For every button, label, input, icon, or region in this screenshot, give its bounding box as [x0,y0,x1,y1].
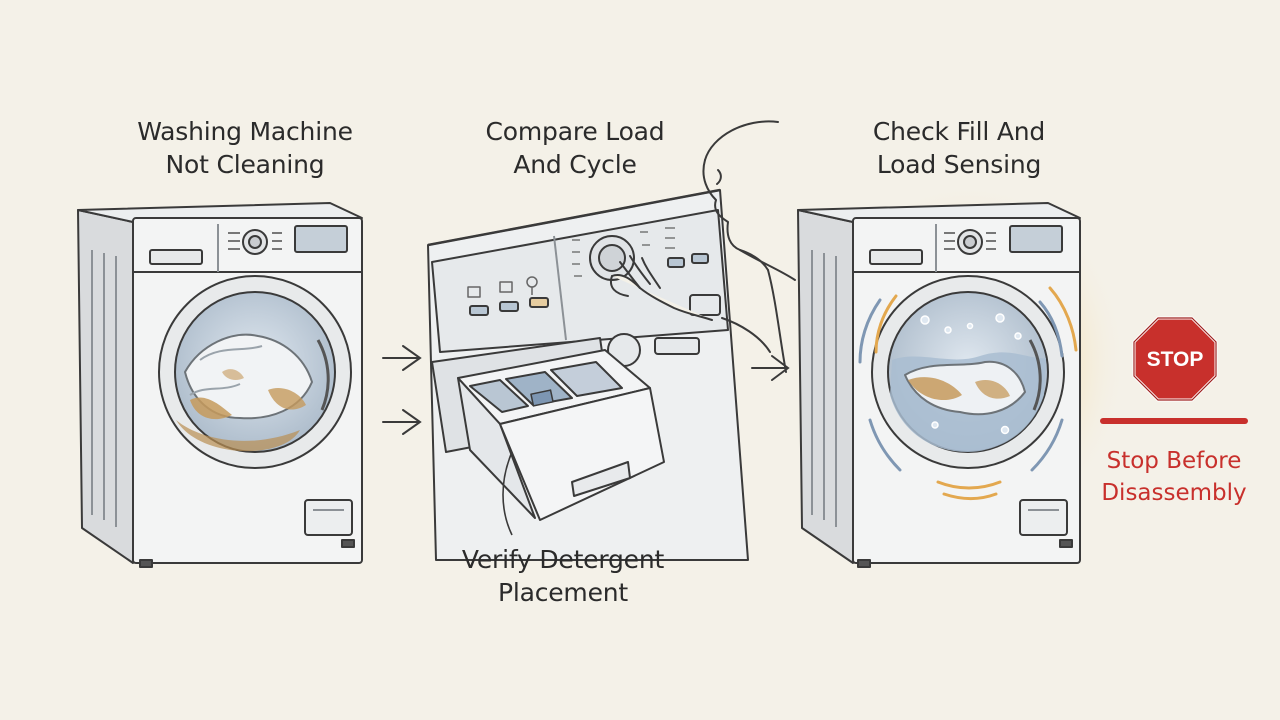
vibration-icon [858,286,1078,500]
step-label-line: And Cycle [513,150,637,179]
stop-caption: Stop Before Disassembly [1088,445,1260,509]
step-label-line: Not Cleaning [165,150,325,179]
right-arrow-icon [382,345,422,371]
right-arrow-icon [751,355,790,381]
step-label-compare-load: Compare Load And Cycle [440,115,710,181]
washing-machine-2 [797,202,1081,568]
step-label-not-cleaning: Washing Machine Not Cleaning [110,115,380,181]
right-arrow-icon [382,409,422,435]
stop-caption-line: Disassembly [1101,480,1247,506]
stop-sign-text: STOP [1147,348,1204,371]
step-label-line: Verify Detergent [461,545,665,574]
step-label-line: Load Sensing [876,150,1042,179]
step-label-check-fill: Check Fill And Load Sensing [824,115,1094,181]
stop-sign-icon: STOP [1132,316,1218,402]
step-label-line: Compare Load [485,117,665,146]
step-label-verify-detergent: Verify Detergent Placement [428,543,698,609]
step-label-line: Washing Machine [137,117,353,146]
step-label-line: Placement [497,578,629,607]
stop-caption-line: Stop Before [1106,448,1242,474]
step-label-line: Check Fill And [872,117,1046,146]
washing-machine-1 [77,202,363,568]
detergent-drawer [457,349,665,536]
person-icon [610,120,796,373]
stop-divider [1100,418,1248,424]
